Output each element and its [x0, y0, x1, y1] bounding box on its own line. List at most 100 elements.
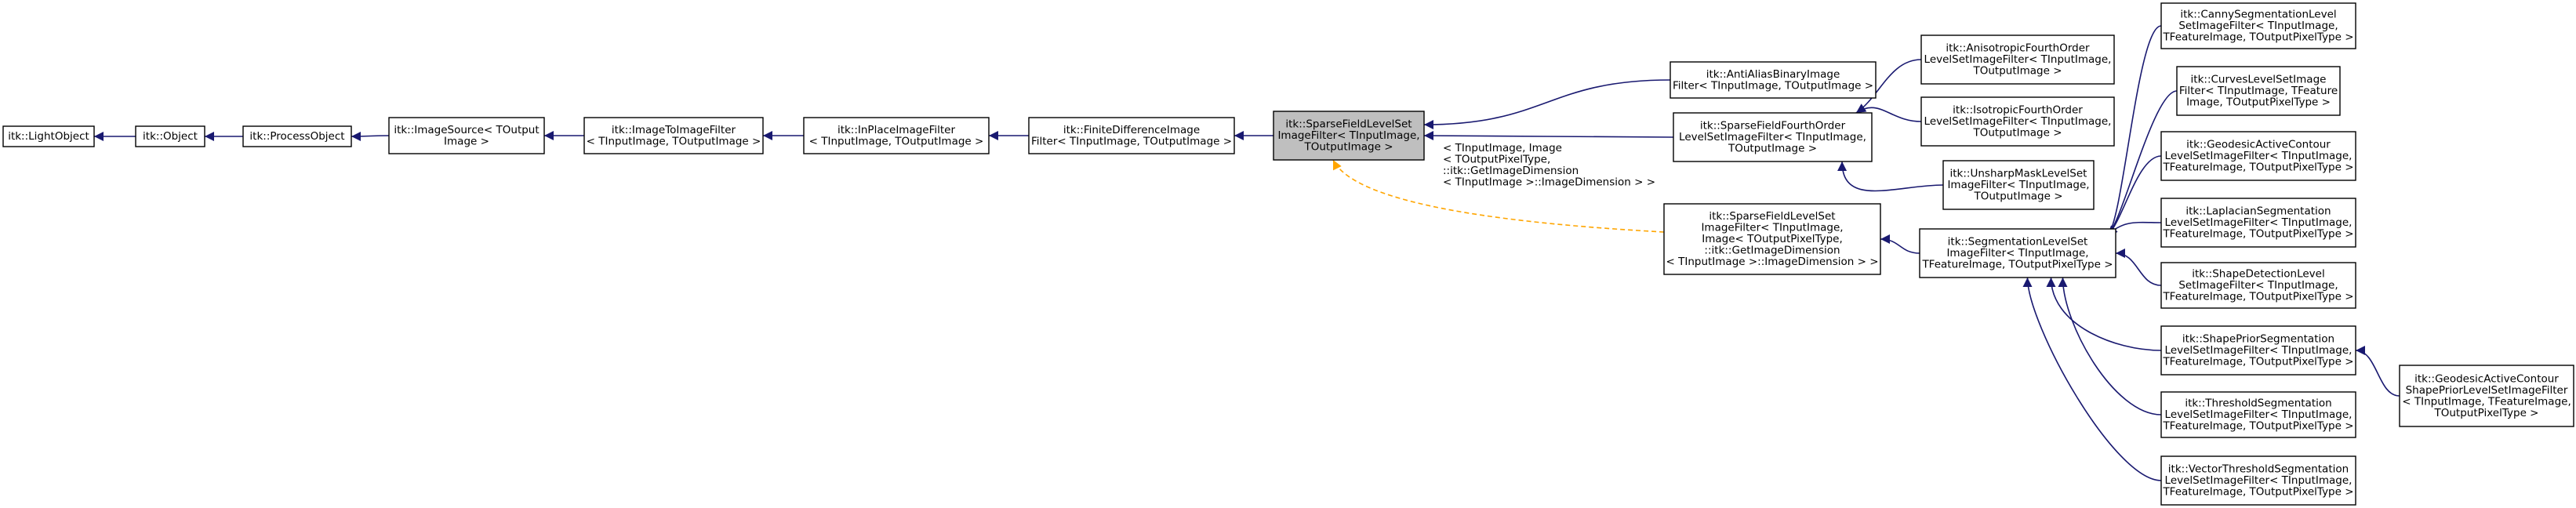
class-node-geodesicactivecontour[interactable]: itk::GeodesicActiveContourLevelSetImageF…: [2160, 131, 2356, 181]
edge-unsharpmask-to-sparsefieldfourthorder: [1837, 161, 1944, 192]
class-name-line: itk::ImageSource< TOutput: [394, 124, 539, 136]
edge-isotropicfourthorder-to-sparsefieldfourthorder: [1855, 103, 1922, 122]
class-name-line: TFeatureImage, TOutputPixelType >: [2162, 228, 2353, 241]
class-node-vectorthreshold[interactable]: itk::VectorThresholdSegmentationLevelSet…: [2160, 455, 2356, 506]
class-node-isotropicfourthorder[interactable]: itk::IsotropicFourthOrderLevelSetImageFi…: [1920, 96, 2115, 147]
class-name-line: itk::LaplacianSegmentation: [2185, 205, 2331, 218]
class-name-line: Filter< TInputImage, TOutputImage >: [1031, 135, 1232, 147]
class-name-line: SetImageFilter< TInputImage,: [2178, 20, 2338, 32]
class-node-geodesicshapeprior[interactable]: itk::GeodesicActiveContourShapePriorLeve…: [2399, 365, 2574, 427]
class-name-line: TOutputImage >: [1972, 127, 2062, 140]
class-name-line: TOutputImage >: [1728, 143, 1817, 155]
class-name-line: ImageFilter< TInputImage,: [1277, 129, 1419, 142]
template-argument-label: < TInputImage >::ImageDimension > >: [1443, 176, 1655, 189]
class-box: [1028, 117, 1235, 154]
class-name-line: itk::SegmentationLevelSet: [1948, 236, 2088, 249]
class-name-line: LevelSetImageFilter< TInputImage,: [2165, 344, 2353, 357]
class-name-line: ImageFilter< TInputImage,: [1701, 222, 1843, 234]
class-node-laplaciansegmentation[interactable]: itk::LaplacianSegmentationLevelSetImageF…: [2160, 198, 2356, 248]
class-name-line: itk::ImageToImageFilter: [612, 124, 736, 136]
class-name-line: itk::AnisotropicFourthOrder: [1946, 42, 2090, 55]
class-box: [2160, 131, 2356, 181]
class-name-line: itk::ShapePriorSegmentation: [2182, 333, 2334, 346]
class-name-line: itk::ShapeDetectionLevel: [2192, 268, 2324, 281]
class-node-object[interactable]: itk::Object: [135, 125, 205, 147]
class-name-line: TFeatureImage, TOutputPixelType >: [2162, 291, 2353, 303]
class-name-line: TOutputImage >: [1972, 65, 2062, 78]
class-box: [1663, 203, 1881, 275]
class-box: [2160, 2, 2356, 49]
class-name-line: itk::CannySegmentationLevel: [2180, 9, 2336, 21]
edge-geodesicshapeprior-to-shapeprior: [2355, 346, 2400, 397]
edge-vectorthreshold-to-segmentationlevelset: [2022, 277, 2162, 481]
edge-cannysegmentation-to-segmentationlevelset: [2107, 25, 2162, 236]
class-box: [803, 117, 990, 154]
class-name-line: itk::InPlaceImageFilter: [837, 124, 956, 136]
template-argument-label: < TInputImage, Image: [1443, 142, 1562, 154]
class-node-anisotropicfourthorder[interactable]: itk::AnisotropicFourthOrderLevelSetImage…: [1920, 34, 2115, 85]
class-box: [1942, 160, 2095, 210]
class-name-line: TFeatureImage, TOutputPixelType >: [2162, 420, 2353, 433]
class-name-line: itk::VectorThresholdSegmentation: [2168, 463, 2349, 476]
class-box: [1920, 34, 2115, 85]
edge-curveslevelset-to-segmentationlevelset: [2107, 90, 2178, 236]
class-box: [2399, 365, 2574, 427]
class-node-cannysegmentation[interactable]: itk::CannySegmentationLevelSetImageFilte…: [2160, 2, 2356, 49]
class-node-shapeprior[interactable]: itk::ShapePriorSegmentationLevelSetImage…: [2160, 325, 2356, 376]
class-name-line: TOutputImage >: [1973, 190, 2062, 203]
class-node-shapedetection[interactable]: itk::ShapeDetectionLevelSetImageFilter< …: [2160, 262, 2356, 309]
class-name-line: Filter< TInputImage, TOutputImage >: [1673, 79, 1873, 92]
edge-sparsefieldfourthorder-to-sparsefieldlevelset: [1423, 131, 1674, 141]
template-edge: [1332, 159, 1665, 233]
class-name-line: itk::AntiAliasBinaryImage: [1706, 68, 1840, 81]
class-name-line: itk::IsotropicFourthOrder: [1953, 104, 2083, 117]
class-name-line: LevelSetImageFilter< TInputImage,: [1924, 53, 2112, 66]
class-name-line: itk::ProcessObject: [249, 130, 344, 143]
edge-labels: < TInputImage, Image< TOutputPixelType,:…: [1443, 142, 1655, 189]
class-name-line: Filter< TInputImage, TFeature: [2179, 85, 2338, 97]
class-box: [1919, 228, 2116, 278]
class-name-line: itk::Object: [143, 130, 198, 143]
class-name-line: Image, TOutputPixelType >: [2186, 96, 2331, 109]
class-name-line: ImageFilter< TInputImage,: [1947, 179, 2089, 191]
class-node-imagesource[interactable]: itk::ImageSource< TOutputImage >: [388, 117, 545, 154]
class-name-line: TFeatureImage, TOutputPixelType >: [2162, 161, 2353, 174]
inheritance-edges: [94, 25, 2400, 481]
class-name-line: TOutputImage >: [1303, 141, 1393, 154]
class-box: [242, 125, 352, 147]
class-box: [1673, 112, 1873, 162]
edge-shapeprior-to-segmentationlevelset: [2046, 277, 2162, 351]
class-name-line: TFeatureImage, TOutputPixelType >: [2162, 486, 2353, 499]
class-node-processobject[interactable]: itk::ProcessObject: [242, 125, 352, 147]
class-name-line: itk::SparseFieldLevelSet: [1285, 118, 1412, 131]
class-name-line: SetImageFilter< TInputImage,: [2178, 279, 2338, 292]
class-name-line: itk::LightObject: [8, 130, 89, 143]
class-name-line: < TInputImage, TFeatureImage,: [2402, 395, 2571, 408]
class-box: [1920, 96, 2115, 147]
class-node-sparsefieldfourthorder[interactable]: itk::SparseFieldFourthOrderLevelSetImage…: [1673, 112, 1873, 162]
class-node-thresholdsegmentation[interactable]: itk::ThresholdSegmentationLevelSetImageF…: [2160, 391, 2356, 438]
class-box: [2160, 325, 2356, 376]
class-box: [2160, 262, 2356, 309]
class-node-inplaceimagefilter[interactable]: itk::InPlaceImageFilter< TInputImage, TO…: [803, 117, 990, 154]
class-box: [583, 117, 764, 154]
class-name-line: itk::FiniteDifferenceImage: [1063, 124, 1200, 136]
class-node-lightobject[interactable]: itk::LightObject: [2, 125, 95, 147]
class-name-line: < TInputImage, TOutputImage >: [809, 135, 984, 147]
class-name-line: ::itk::GetImageDimension: [1704, 245, 1840, 257]
class-node-imagetoimagefilter[interactable]: itk::ImageToImageFilter< TInputImage, TO…: [583, 117, 764, 154]
class-name-line: LevelSetImageFilter< TInputImage,: [1924, 115, 2112, 128]
class-name-line: ImageFilter< TInputImage,: [1946, 247, 2088, 259]
class-name-line: itk::ThresholdSegmentation: [2185, 397, 2331, 410]
class-name-line: < TInputImage, TOutputImage >: [587, 135, 761, 147]
class-name-line: TFeatureImage, TOutputPixelType >: [2162, 356, 2353, 368]
